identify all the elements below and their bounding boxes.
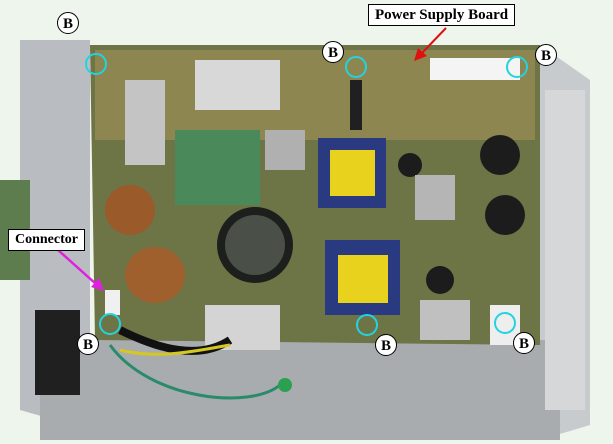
screw-b-label: B [375,334,397,356]
screw-b-label: B [322,41,344,63]
connector-label: Connector [8,229,85,251]
power-supply-board-label: Power Supply Board [368,4,516,26]
screw-b-label: B [535,44,557,66]
screw-b-label: B [513,332,535,354]
screw-b-label: B [77,333,99,355]
screw-b-label: B [57,12,79,34]
